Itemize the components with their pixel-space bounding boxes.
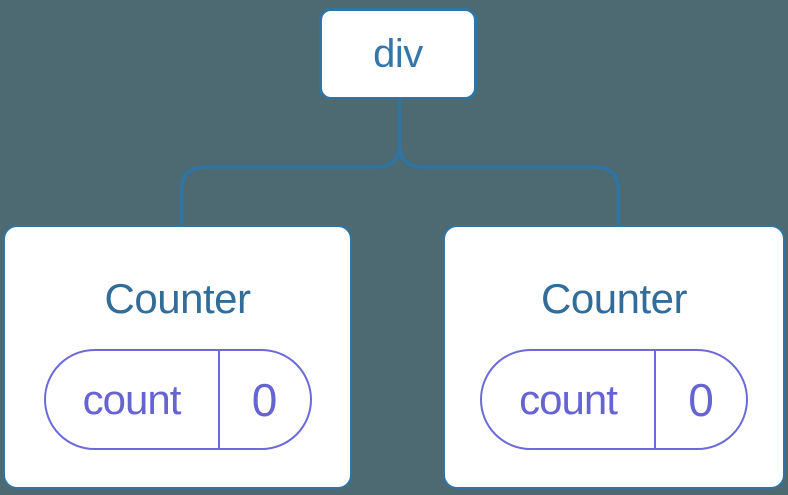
- state-value-label: 0: [654, 351, 746, 448]
- state-pill: count 0: [480, 349, 748, 450]
- connector-right-branch: [397, 99, 621, 226]
- component-name-label: Counter: [541, 275, 687, 322]
- root-node-label: div: [373, 31, 423, 76]
- connector-left-branch: [179, 99, 402, 226]
- component-node-counter-2: Counter count 0: [443, 225, 785, 489]
- state-value-label: 0: [217, 351, 310, 448]
- component-name-label: Counter: [104, 275, 251, 322]
- root-node-div: div: [319, 8, 477, 100]
- state-key-label: count: [82, 375, 182, 423]
- state-pill: count 0: [43, 349, 312, 450]
- component-node-counter-1: Counter count 0: [3, 225, 352, 489]
- state-key-label: count: [519, 375, 618, 423]
